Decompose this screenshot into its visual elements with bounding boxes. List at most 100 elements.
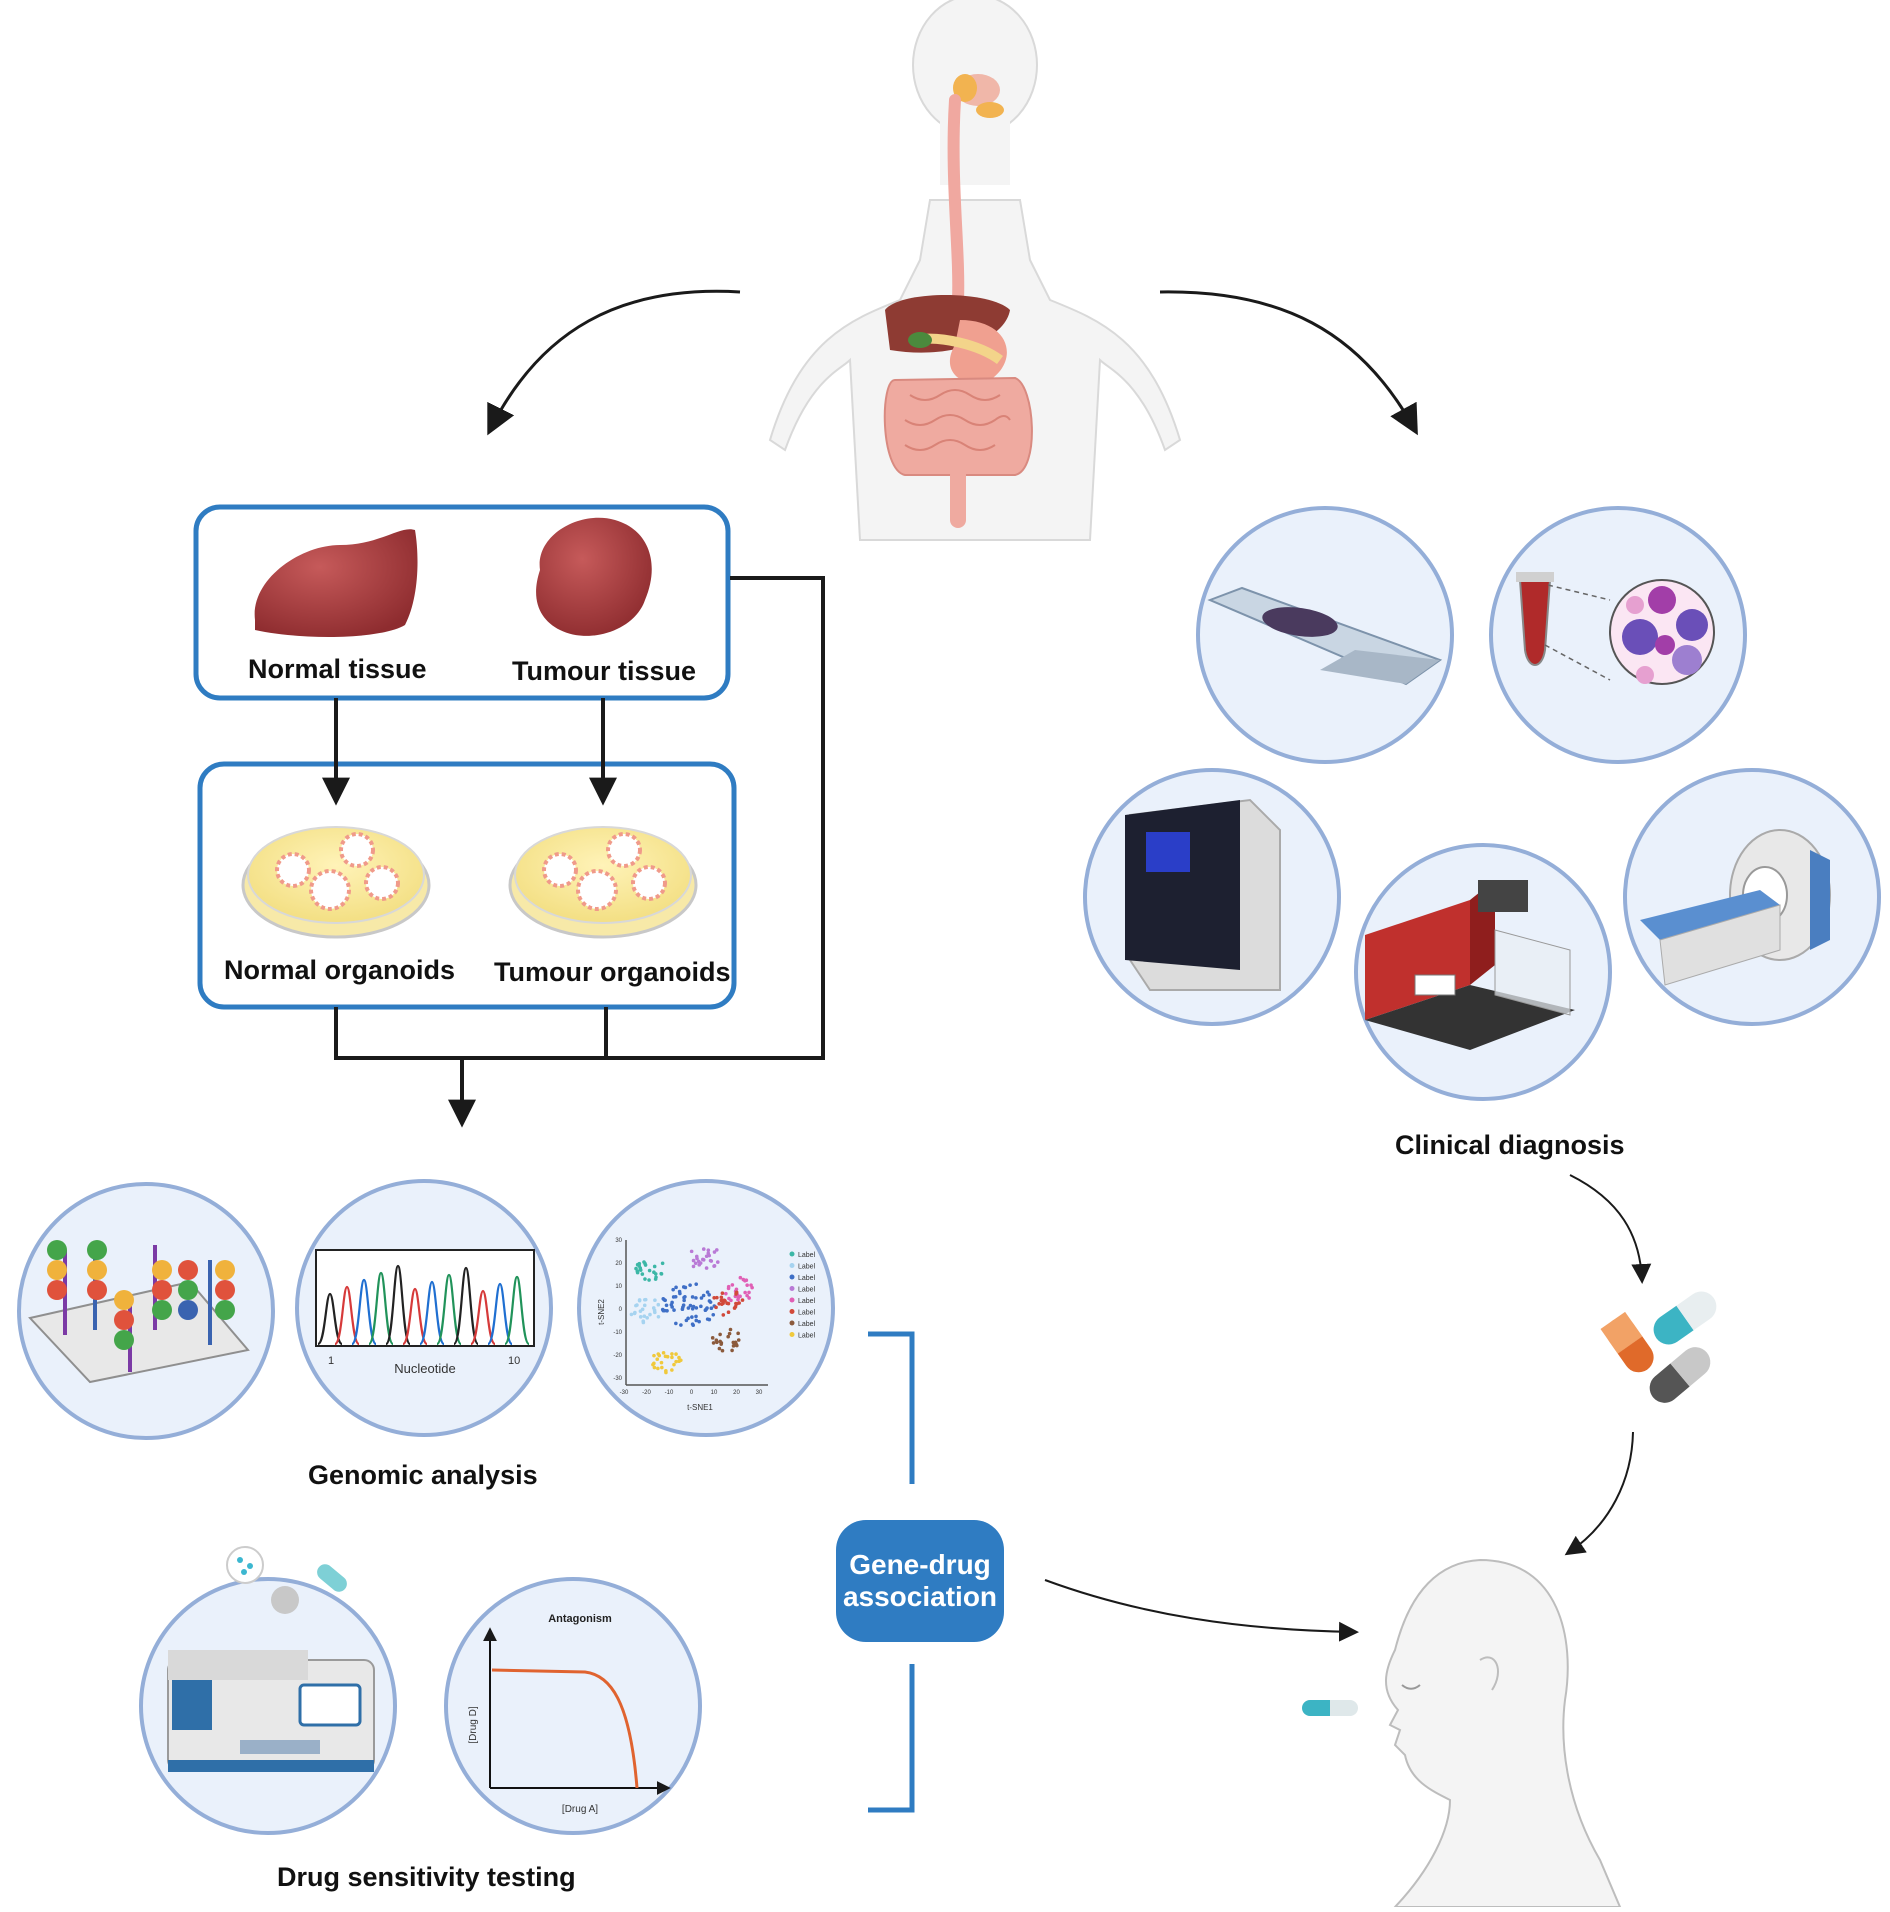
tsne-point bbox=[724, 1291, 728, 1296]
tsne-point bbox=[665, 1308, 669, 1313]
antagonism-title: Antagonism bbox=[548, 1613, 612, 1625]
tsne-point bbox=[701, 1293, 706, 1298]
tsne-point bbox=[705, 1290, 710, 1294]
tsne-point bbox=[688, 1283, 692, 1287]
seq-xlabel: Nucleotide bbox=[394, 1361, 455, 1376]
tsne-point bbox=[730, 1283, 735, 1287]
tsne-point bbox=[745, 1293, 749, 1298]
tsne-point bbox=[674, 1359, 678, 1364]
tsne-xtick: 20 bbox=[733, 1390, 740, 1396]
gene-drug-line2: association bbox=[842, 1581, 998, 1612]
tsne-point bbox=[734, 1292, 738, 1296]
tsne-point bbox=[638, 1267, 643, 1271]
tsne-point bbox=[629, 1312, 634, 1317]
arrow-to-tissue bbox=[487, 289, 741, 436]
tumour-organoids-label: Tumour organoids bbox=[494, 957, 731, 987]
tsne-legend-swatch bbox=[789, 1320, 795, 1326]
tsne-point bbox=[642, 1297, 647, 1302]
tsne-point bbox=[717, 1301, 721, 1306]
tsne-point bbox=[707, 1299, 712, 1303]
chromatogram-peak bbox=[316, 1292, 344, 1346]
tsne-point bbox=[694, 1314, 698, 1319]
tsne-point bbox=[690, 1315, 694, 1319]
tsne-point bbox=[726, 1334, 730, 1339]
tsne-xtick: 0 bbox=[690, 1390, 694, 1396]
tsne-point bbox=[712, 1295, 716, 1300]
tsne-point bbox=[718, 1332, 722, 1337]
tsne-point bbox=[674, 1352, 678, 1356]
tsne-point bbox=[671, 1287, 675, 1292]
tsne-ytick: 10 bbox=[615, 1284, 622, 1290]
tsne-point bbox=[709, 1259, 714, 1263]
blood-cell-icon bbox=[1516, 572, 1715, 685]
seq-xtick-start: 1 bbox=[328, 1355, 334, 1367]
tsne-point bbox=[699, 1304, 703, 1309]
tsne-point bbox=[672, 1362, 676, 1367]
tsne-point bbox=[661, 1296, 666, 1301]
genomic-analysis-label: Genomic analysis bbox=[308, 1460, 538, 1490]
tsne-point bbox=[681, 1305, 685, 1310]
tsne-point bbox=[647, 1278, 651, 1282]
tsne-point bbox=[707, 1292, 711, 1297]
tsne-xtick: 30 bbox=[756, 1390, 763, 1396]
tsne-point bbox=[726, 1310, 731, 1315]
tsne-point bbox=[673, 1294, 678, 1299]
tsne-xtick: -10 bbox=[665, 1390, 674, 1396]
tsne-point bbox=[652, 1353, 656, 1358]
tsne-legend-swatch bbox=[789, 1251, 795, 1257]
tsne-point bbox=[698, 1261, 703, 1265]
chromatogram-peak bbox=[435, 1273, 463, 1346]
tsne-point bbox=[704, 1254, 709, 1259]
tsne-point bbox=[729, 1298, 733, 1303]
tsne-point bbox=[656, 1366, 660, 1371]
tsne-point bbox=[660, 1307, 665, 1312]
tsne-point bbox=[743, 1290, 747, 1295]
chromatogram-peak bbox=[486, 1282, 514, 1346]
tsne-point bbox=[691, 1258, 696, 1263]
tsne-point bbox=[704, 1266, 709, 1270]
tsne-point bbox=[697, 1319, 701, 1324]
tsne-point bbox=[689, 1249, 694, 1254]
tsne-point bbox=[642, 1303, 647, 1308]
arrow-to-diagnosis bbox=[1159, 290, 1418, 436]
antagonism-xlabel: [Drug A] bbox=[562, 1804, 598, 1815]
tsne-point bbox=[642, 1314, 647, 1319]
tsne-point bbox=[719, 1295, 724, 1300]
tsne-point bbox=[647, 1268, 652, 1273]
tsne-legend-swatch bbox=[789, 1332, 795, 1337]
tsne-point bbox=[715, 1340, 719, 1345]
tsne-legend-label: Label bbox=[798, 1321, 816, 1328]
liquid-handler-machine-icon bbox=[167, 1546, 375, 1772]
tsne-point bbox=[656, 1302, 661, 1307]
chromatogram-peak bbox=[367, 1271, 395, 1346]
tsne-point bbox=[677, 1355, 681, 1360]
tsne-ytick: 30 bbox=[615, 1238, 622, 1244]
tsne-point bbox=[694, 1318, 699, 1323]
gene-drug-line1: Gene-drug bbox=[849, 1549, 991, 1580]
tsne-point bbox=[700, 1257, 705, 1262]
tsne-point bbox=[705, 1306, 709, 1310]
tsne-point bbox=[711, 1341, 716, 1345]
antagonism-plot: Antagonism [Drug A] [Drug D] bbox=[468, 1613, 671, 1815]
tsne-point bbox=[734, 1301, 738, 1306]
tsne-point bbox=[709, 1306, 714, 1310]
tsne-point bbox=[712, 1264, 716, 1268]
tsne-point bbox=[683, 1285, 688, 1290]
tsne-ytick: -20 bbox=[613, 1353, 622, 1359]
tsne-legend-swatch bbox=[789, 1297, 795, 1303]
tsne-point bbox=[683, 1294, 687, 1299]
human-digestive-system-icon bbox=[768, 0, 1182, 541]
tsne-point bbox=[652, 1308, 657, 1313]
tsne-point bbox=[717, 1346, 722, 1351]
tsne-point bbox=[694, 1306, 699, 1310]
tsne-point bbox=[664, 1303, 669, 1308]
pcr-machine-icon bbox=[1125, 798, 1281, 991]
tsne-point bbox=[738, 1294, 742, 1299]
tsne-xtick: -20 bbox=[642, 1390, 651, 1396]
tsne-point bbox=[710, 1336, 715, 1340]
tsne-point bbox=[686, 1316, 690, 1321]
bracket-top bbox=[868, 1331, 915, 1484]
patient-head-icon bbox=[1302, 1558, 1622, 1908]
tsne-point bbox=[738, 1275, 743, 1280]
